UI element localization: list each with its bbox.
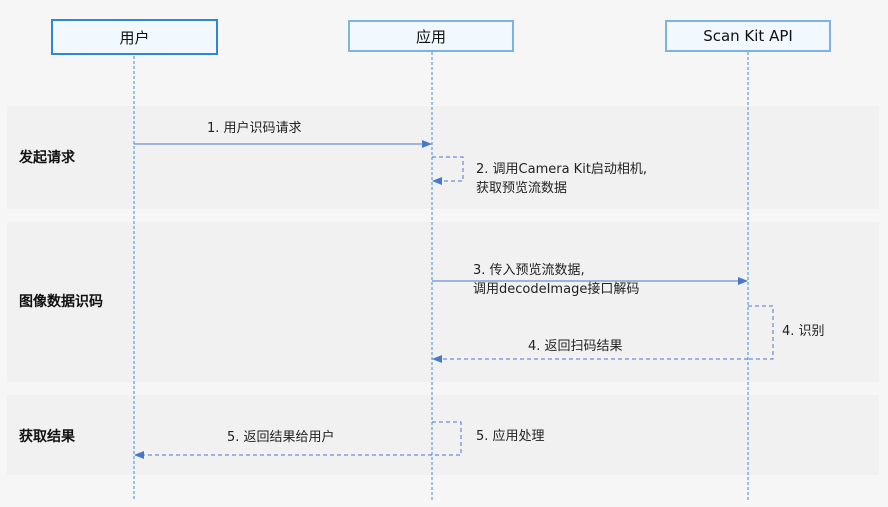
message-label-4-return: 4. 返回扫码结果 — [528, 339, 623, 354]
message-label-2-line-2: 获取预览流数据 — [476, 181, 568, 196]
message-label-5-return: 5. 返回结果给用户 — [227, 430, 335, 445]
message-label-4-self: 4. 识别 — [782, 324, 825, 339]
message-label-2: 2. 调用Camera Kit启动相机, 获取预览流数据 — [476, 160, 647, 198]
actor-app-label: 应用 — [415, 27, 446, 46]
message-label-1: 1. 用户识码请求 — [207, 121, 302, 136]
message-label-2-line-1: 2. 调用Camera Kit启动相机, — [476, 162, 648, 177]
actor-scankit-label: Scan Kit API — [703, 27, 793, 45]
actor-scankit: Scan Kit API — [665, 20, 831, 52]
message-label-3-line-2: 调用decodeImage接口解码 — [473, 282, 640, 297]
actor-user-label: 用户 — [119, 28, 150, 47]
message-arrow-4-self — [748, 305, 774, 360]
message-label-3: 3. 传入预览流数据, 调用decodeImage接口解码 — [473, 261, 639, 299]
phase-label-decode: 图像数据识码 — [19, 294, 103, 310]
actor-app: 应用 — [348, 20, 514, 52]
message-arrow-2 — [432, 156, 464, 185]
actor-user: 用户 — [51, 19, 218, 55]
message-label-3-line-1: 3. 传入预览流数据, — [473, 263, 585, 278]
phase-band-decode — [7, 222, 879, 382]
phase-band-result — [7, 395, 879, 475]
message-arrow-5-self — [432, 421, 462, 456]
phase-label-result: 获取结果 — [19, 429, 75, 445]
message-label-5-self: 5. 应用处理 — [476, 429, 545, 444]
phase-label-request: 发起请求 — [19, 150, 75, 166]
